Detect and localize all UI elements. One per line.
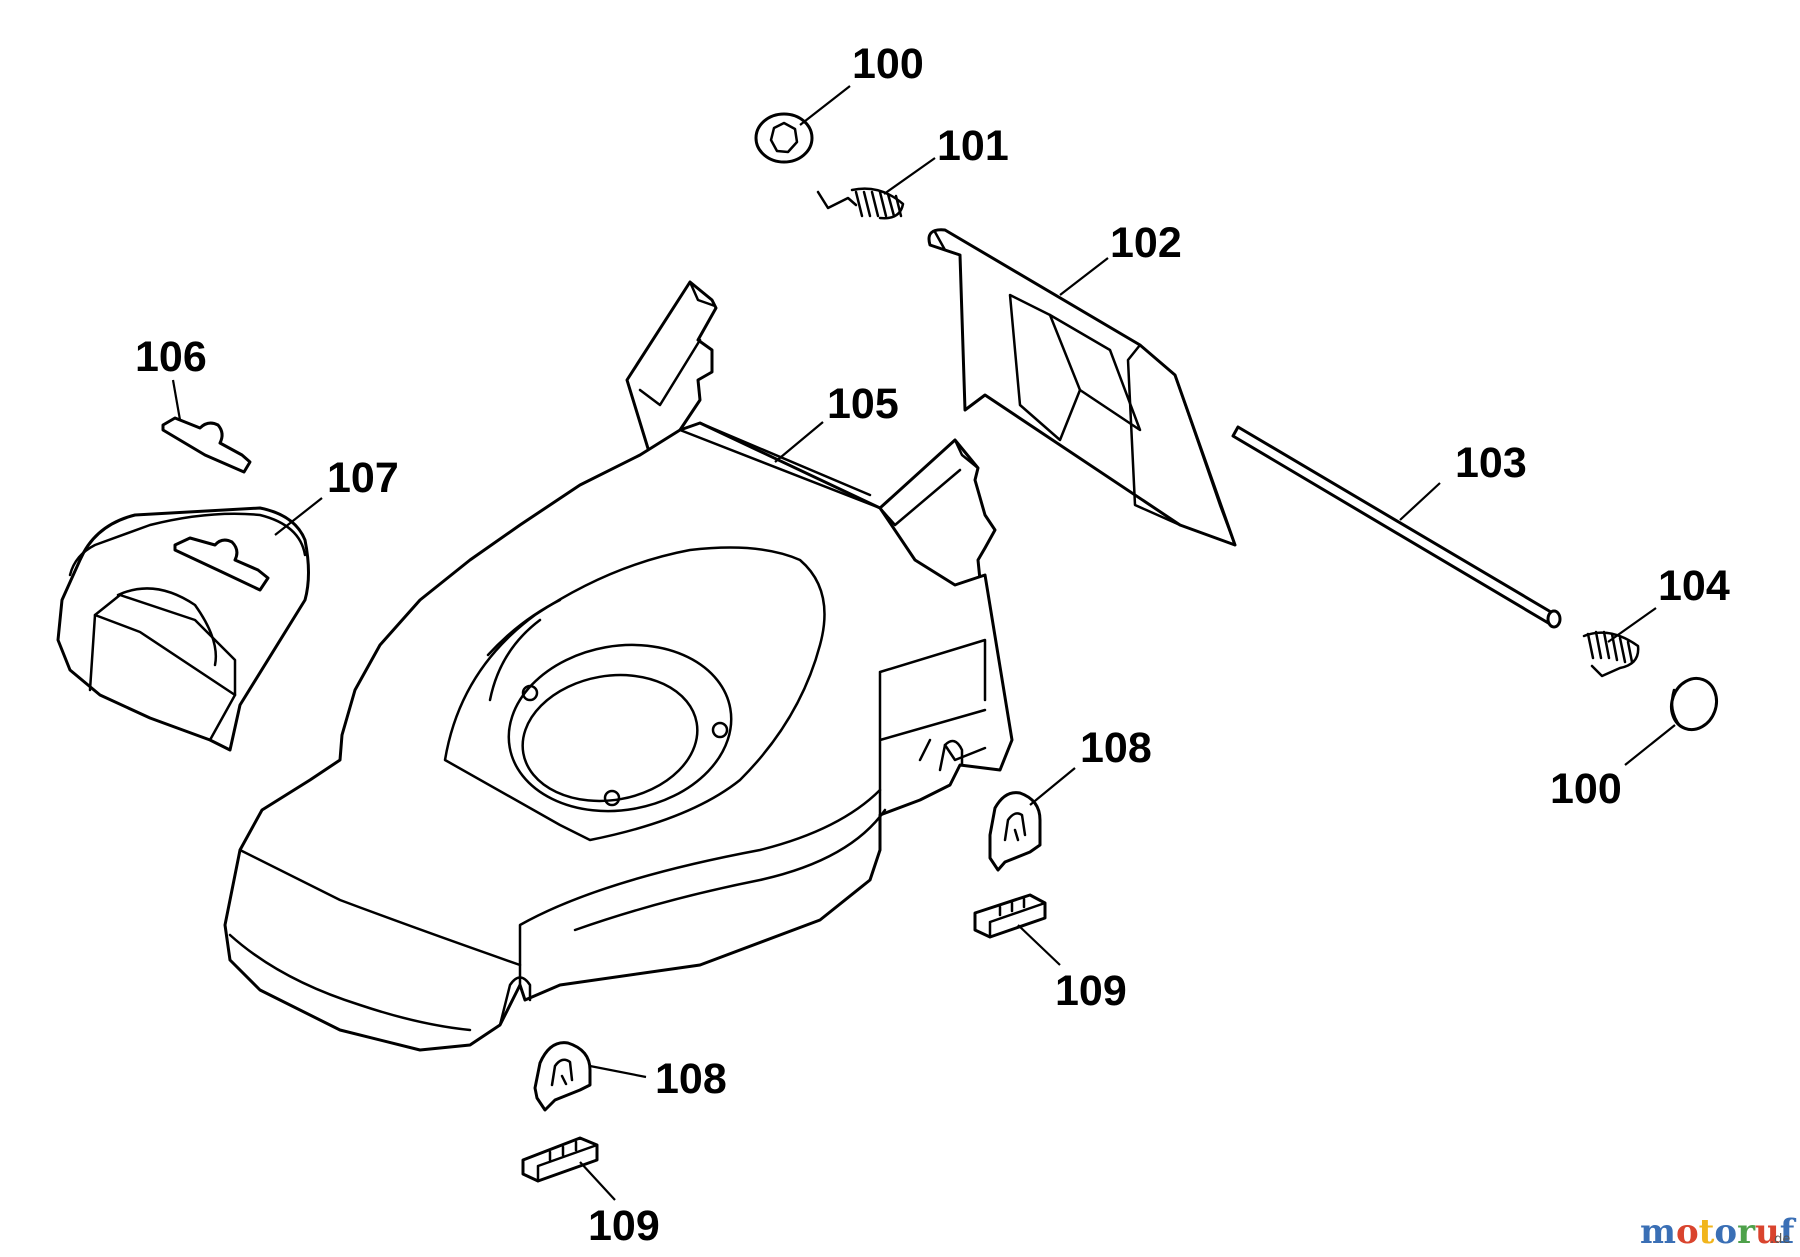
callout-109-right: 109 [1055, 967, 1127, 1015]
callout-108-right: 108 [1080, 724, 1152, 772]
callout-100-top: 100 [852, 40, 924, 88]
part-105-deck [223, 280, 1014, 1052]
callout-101: 101 [937, 122, 1009, 170]
leader-106 [171, 379, 182, 421]
part-107-rear-plug [56, 506, 310, 752]
watermark-letter: f [1780, 1212, 1797, 1252]
callout-100-right: 100 [1550, 765, 1622, 813]
part-106-clip [161, 416, 252, 474]
leader-103 [1399, 482, 1441, 521]
part-102-flap [927, 228, 1237, 547]
part-104-spring [1582, 630, 1640, 678]
svg-text:motoruf: motoruf [1640, 1212, 1797, 1252]
part-108-bottom-bracket [533, 1041, 592, 1112]
leader-109-right [1017, 924, 1061, 966]
callout-labels: 100 101 102 103 104 100 105 106 107 108 … [135, 40, 1730, 1250]
watermark-letter: u [1755, 1212, 1780, 1252]
leader-109-bottom [579, 1161, 616, 1201]
leader-104 [1607, 607, 1657, 643]
part-100-right-cap [1669, 676, 1719, 732]
leader-108-right [1029, 767, 1076, 806]
callout-105: 105 [827, 380, 899, 428]
callout-102: 102 [1110, 219, 1182, 267]
callout-108-bottom: 108 [655, 1055, 727, 1103]
watermark-letter: r [1737, 1212, 1756, 1252]
leader-108-bottom [589, 1064, 647, 1079]
callout-103: 103 [1455, 439, 1527, 487]
callout-107: 107 [327, 454, 399, 502]
part-101-spring [816, 187, 905, 220]
part-103-rod [1231, 425, 1562, 629]
watermark-letter: m [1640, 1212, 1676, 1252]
watermark-suffix: .de [1770, 1232, 1790, 1247]
watermark-letter: o [1714, 1212, 1737, 1252]
callout-106: 106 [135, 333, 207, 381]
watermark-letter: t [1699, 1212, 1715, 1252]
leader-lines [171, 85, 1676, 1201]
motoruf-watermark: motoruf .de [1640, 1212, 1797, 1252]
part-108-right-bracket [988, 791, 1042, 872]
part-100-top-washer [754, 112, 814, 164]
leader-107 [274, 497, 323, 536]
leader-100-right [1624, 724, 1676, 766]
leader-101 [883, 157, 936, 195]
part-109-bottom-block [521, 1136, 599, 1183]
callout-109-bottom: 109 [588, 1202, 660, 1250]
part-109-right-block [973, 893, 1047, 939]
leader-100-top [799, 85, 851, 126]
leader-102 [1059, 257, 1109, 296]
watermark-letter: o [1676, 1212, 1699, 1252]
callout-104: 104 [1658, 562, 1730, 610]
leader-105 [774, 421, 824, 463]
